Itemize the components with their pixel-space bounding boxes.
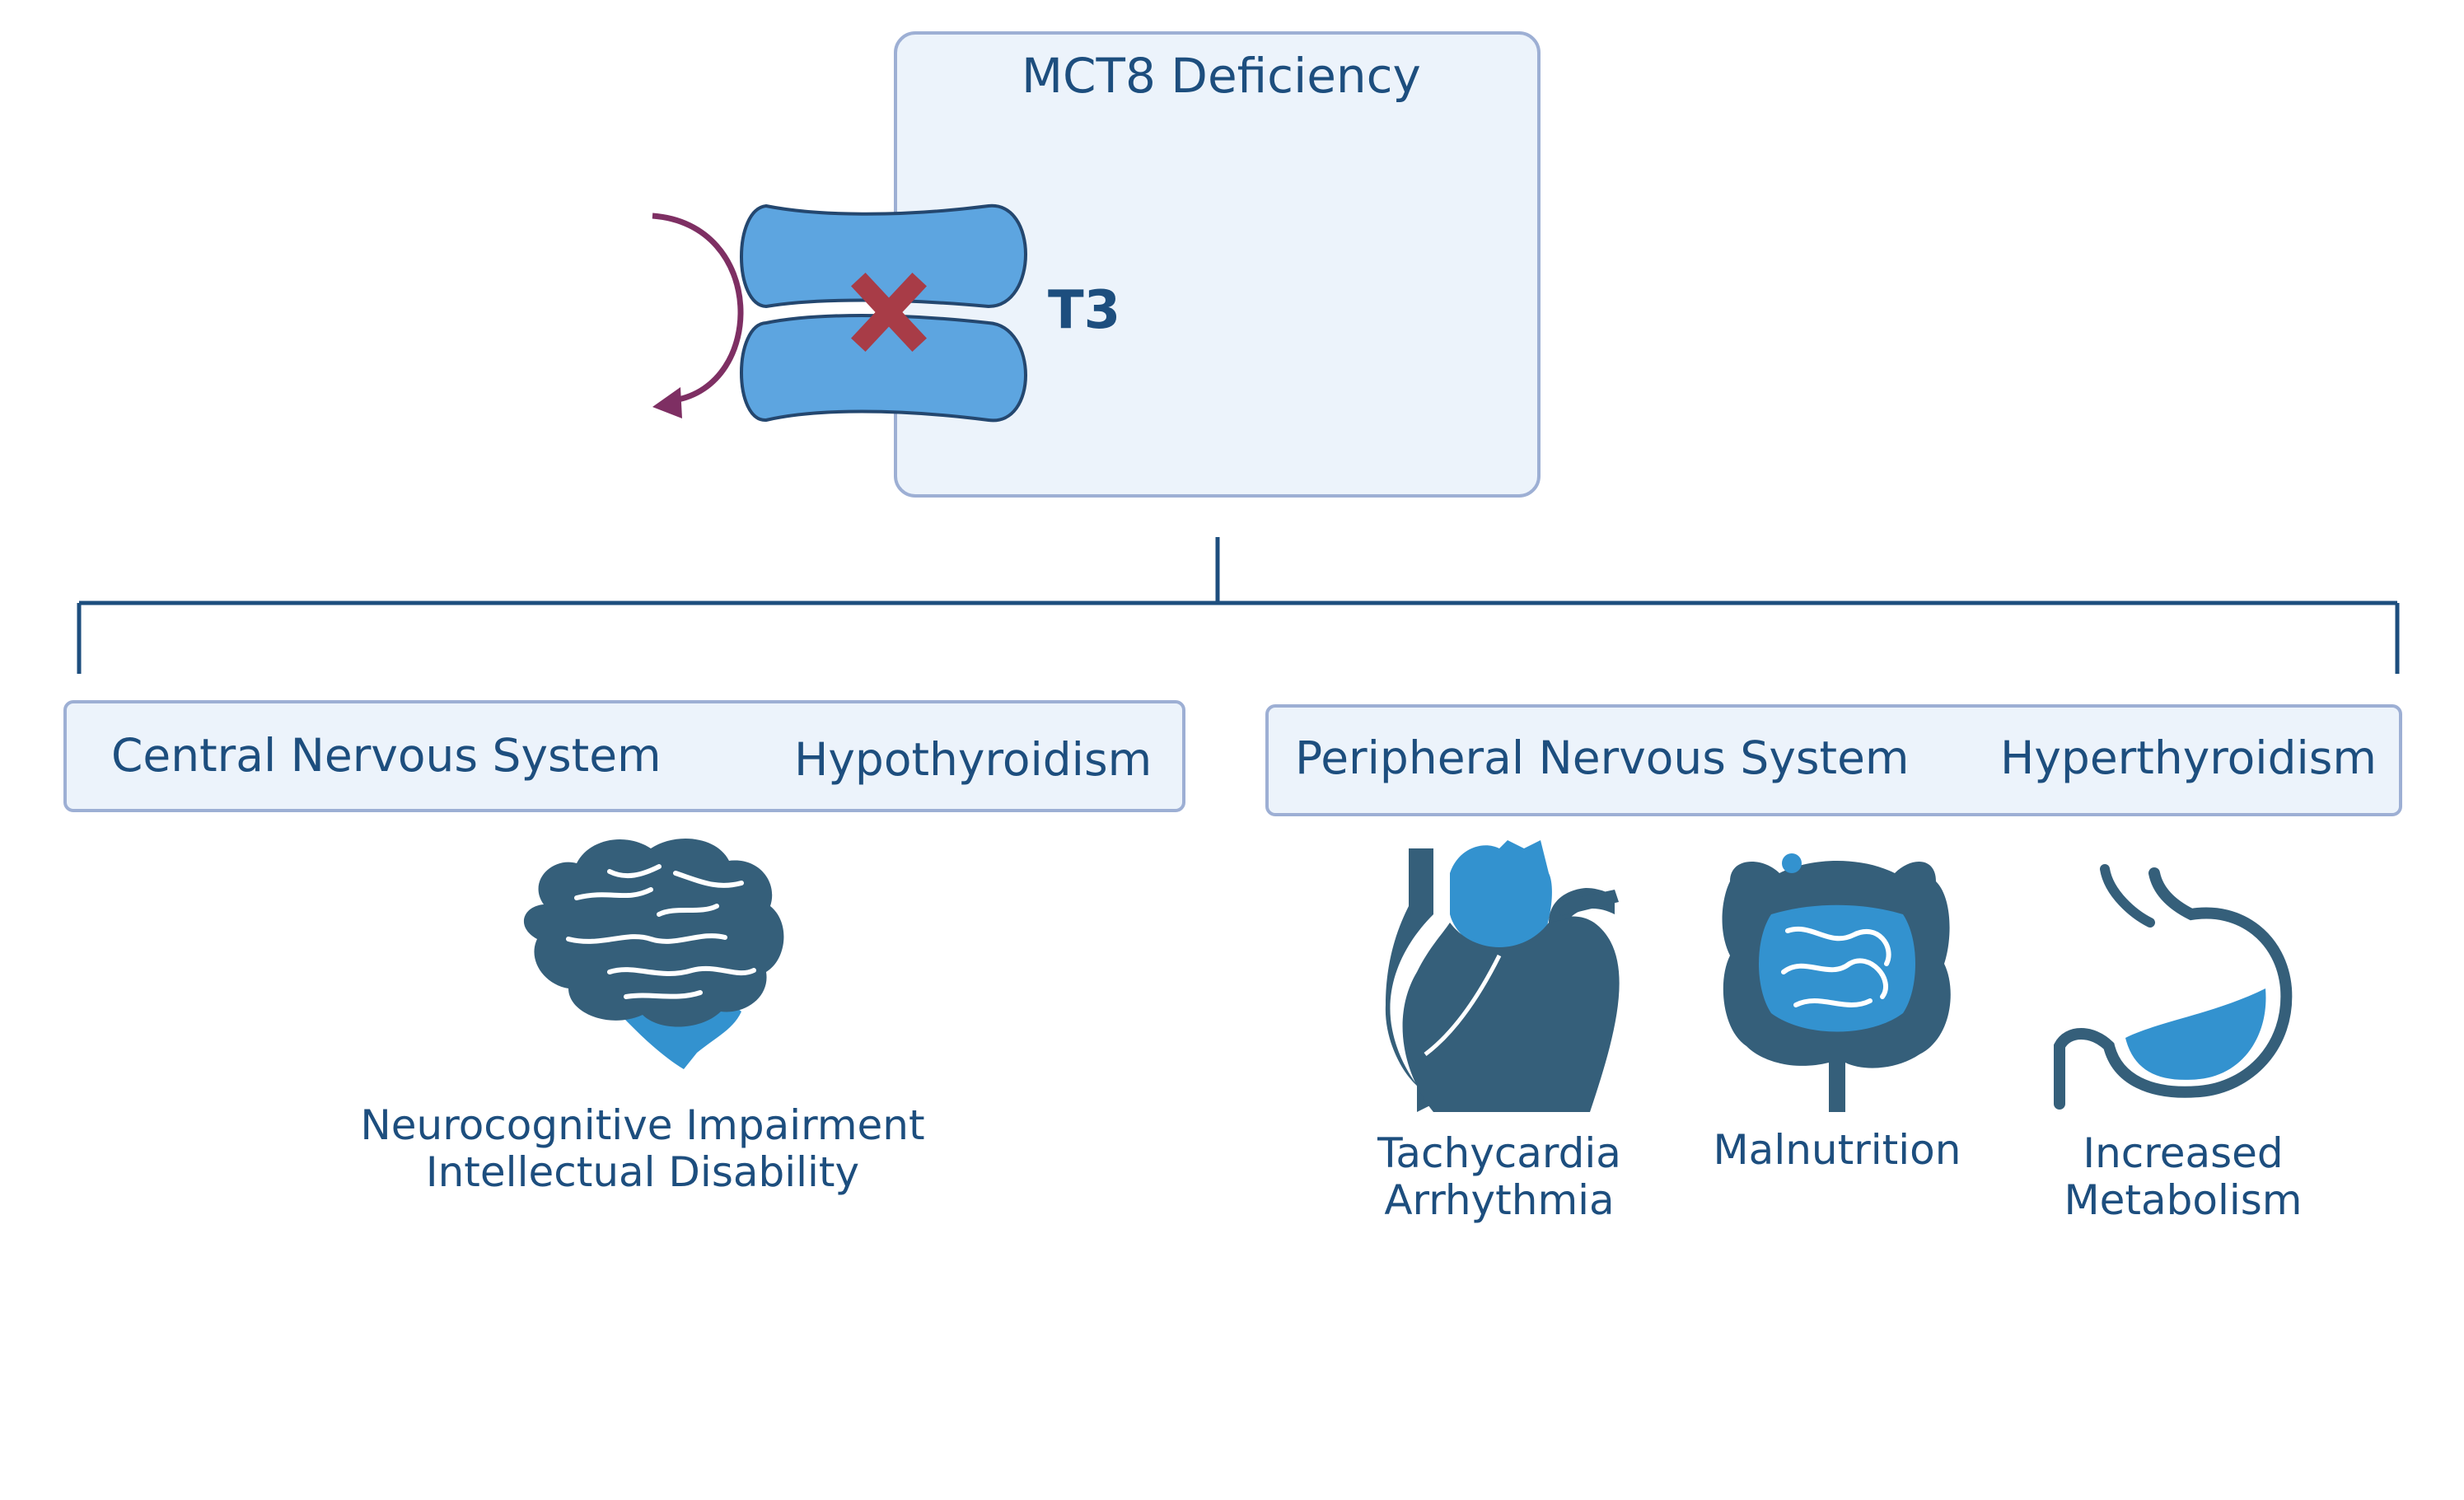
intestine-caption: Malnutrition	[1672, 1127, 2002, 1174]
central-effect-label: Hypothyroidism	[794, 733, 1153, 786]
t3-label: T3	[1048, 280, 1121, 341]
stomach-caption-line2: Metabolism	[2064, 1176, 2303, 1224]
branch-connector	[77, 537, 2400, 674]
peripheral-branch-box	[1265, 704, 2402, 816]
central-branch-box	[63, 700, 1185, 812]
block-x-icon	[851, 273, 927, 352]
intestine-icon	[1722, 853, 1951, 1112]
brain-caption: Neurocognitive Impairment Intellectual D…	[313, 1102, 972, 1196]
peripheral-system-label: Peripheral Nervous System	[1295, 731, 1910, 784]
efflux-arrowhead	[652, 387, 682, 418]
brain-caption-line1: Neurocognitive Impairment	[360, 1101, 925, 1149]
stomach-caption: Increased Metabolism	[2018, 1130, 2348, 1224]
brain-icon	[523, 839, 784, 1069]
heart-caption-line1: Tachycardia	[1377, 1129, 1621, 1177]
central-system-label: Central Nervous System	[111, 729, 662, 782]
efflux-arrow-icon	[652, 213, 744, 404]
stomach-caption-line1: Increased	[2083, 1129, 2284, 1177]
stomach-icon	[2054, 864, 2293, 1110]
brain-caption-line2: Intellectual Disability	[425, 1148, 860, 1196]
transporter-icon	[740, 203, 1027, 423]
heart-icon	[1385, 840, 1620, 1112]
heart-caption: Tachycardia Arrhythmia	[1335, 1130, 1664, 1224]
peripheral-effect-label: Hyperthyroidism	[2000, 731, 2377, 784]
diagram-title: MCT8 Deficiency	[1022, 48, 1421, 104]
heart-caption-line2: Arrhythmia	[1384, 1176, 1615, 1224]
intestine-caption-line1: Malnutrition	[1713, 1126, 1961, 1174]
